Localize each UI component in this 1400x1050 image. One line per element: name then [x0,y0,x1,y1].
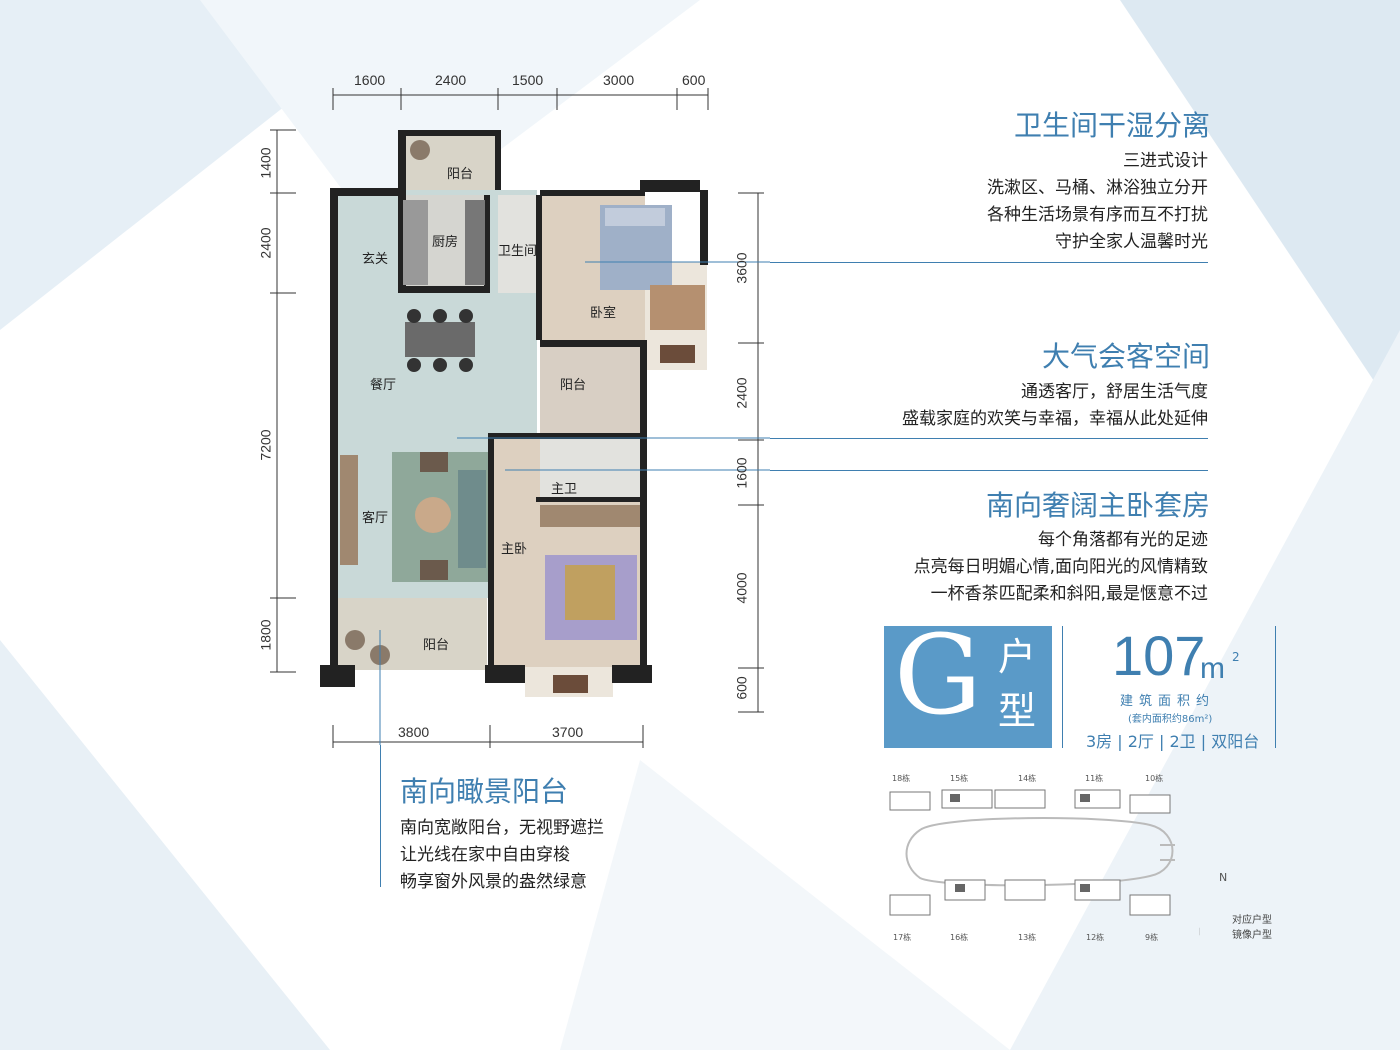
dim-right-3: 1600 [733,457,750,489]
feature-1-title: 卫生间干湿分离 [1014,109,1211,142]
room-balcony-bottom: 阳台 [423,638,450,653]
feature-2-title: 大气会客空间 [1042,340,1211,373]
dim-left-4: 1800 [257,619,274,651]
badge-letter: G [894,611,982,739]
feature-3-line-1: 每个角落都有光的足迹 [1038,530,1208,550]
dim-top-3: 1500 [512,72,544,88]
dim-right-4: 4000 [733,572,750,604]
room-master-bedroom: 主卧 [501,542,528,557]
feature-1-line-3: 各种生活场景有序而互不打扰 [987,205,1208,225]
balcony-feature-title: 南向瞰景阳台 [400,775,569,808]
legend-mirror-unit: 镜像户型 [1232,930,1272,941]
floor-plan [270,88,770,748]
room-bathroom: 卫生间 [498,244,538,259]
feature-1-line-1: 三进式设计 [1123,151,1208,171]
badge-char-1: 户 [998,635,1037,679]
feature-3-line-2: 点亮每日明媚心情,面向阳光的风情精致 [913,557,1208,577]
room-balcony-mid: 阳台 [560,378,587,393]
room-kitchen: 厨房 [432,235,459,250]
area-unit-sup: 2 [1232,650,1240,664]
dim-left-2: 2400 [257,227,274,259]
inner-area: (套内面积约86m²) [1128,714,1213,725]
dim-bottom-2: 3700 [552,724,584,740]
area-unit: m [1200,652,1225,685]
room-master-bath: 主卫 [551,482,578,497]
area-value: 107 [1112,624,1206,687]
north-label: N [1219,871,1228,884]
room-dining: 餐厅 [370,378,397,393]
dim-right-2: 2400 [733,377,750,409]
dim-bottom-1: 3800 [398,724,430,740]
room-foyer: 玄关 [362,252,389,267]
dim-top-5: 600 [682,72,706,88]
feature-3-title: 南向奢阔主卧套房 [986,489,1211,522]
site-plan [889,789,1200,936]
balcony-feature-line-2: 让光线在家中自由穿梭 [400,845,570,865]
badge-char-2: 型 [998,689,1037,733]
leader-line-2 [770,438,1208,439]
leader-line-1 [770,262,1208,263]
feature-1-line-2: 洗漱区、马桶、淋浴独立分开 [987,178,1208,198]
badge-divider-left [1062,626,1063,748]
leader-line-4 [380,745,381,887]
room-balcony-top: 阳台 [447,167,474,182]
site-bottom-building-1: 17栋 [893,933,912,942]
balcony-feature-line-3: 畅享窗外风景的盎然绿意 [400,872,587,892]
site-bottom-building-2: 16栋 [950,933,969,942]
unit-type-badge [884,626,1052,748]
feature-1-line-4: 守护全家人温馨时光 [1055,232,1208,252]
feature-2-line-1: 通透客厅，舒居生活气度 [1021,382,1208,402]
site-top-building-2: 15栋 [950,774,969,783]
room-living: 客厅 [362,511,389,526]
dim-top-4: 3000 [603,72,635,88]
site-bottom-building-3: 13栋 [1018,933,1037,942]
balcony-feature-line-1: 南向宽敞阳台，无视野遮拦 [400,818,604,838]
legend-matching-unit: 对应户型 [1232,915,1272,926]
layout-summary: 3房 | 2厅 | 2卫 | 双阳台 [1086,732,1260,751]
dim-right-1: 3600 [733,252,750,284]
dim-left-1: 1400 [257,147,274,179]
dim-top-2: 2400 [435,72,467,88]
site-top-building-4: 11栋 [1085,774,1104,783]
area-label: 建筑面积约 [1120,694,1216,709]
leader-line-3 [770,470,1208,471]
site-top-building-1: 18栋 [892,774,911,783]
badge-divider-right [1275,626,1276,748]
site-bottom-building-4: 12栋 [1086,933,1105,942]
site-top-building-5: 10栋 [1145,774,1164,783]
dim-left-3: 7200 [257,429,274,461]
room-bedroom: 卧室 [590,306,617,321]
feature-2-line-2: 盛载家庭的欢笑与幸福，幸福从此处延伸 [902,409,1208,429]
dim-top-1: 1600 [354,72,386,88]
dim-right-5: 600 [733,676,750,700]
site-top-building-3: 14栋 [1018,774,1037,783]
site-bottom-building-5: 9栋 [1145,933,1159,942]
feature-3-line-3: 一杯香茶匹配柔和斜阳,最是惬意不过 [930,584,1208,604]
